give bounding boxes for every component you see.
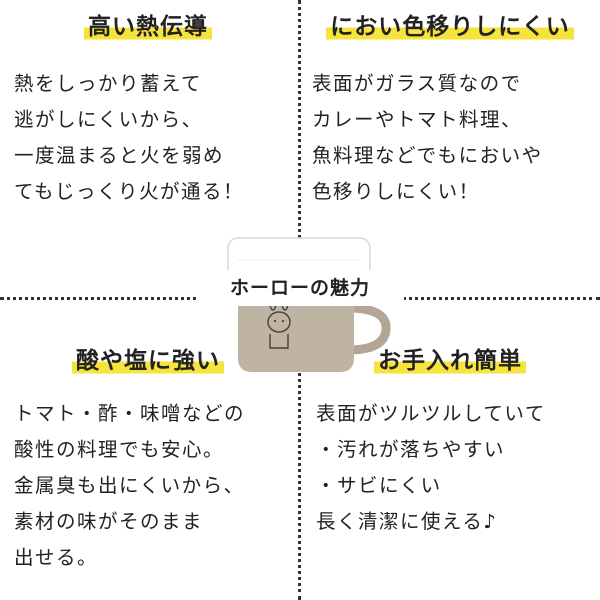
feature-odor-resistance: におい色移りしにくい 表面がガラス質なので カレーやトマト料理、 魚料理などでも… [302, 0, 598, 210]
feature-acid-salt-resistance: 酸や塩に強い トマト・酢・味噌などの 酸性の料理でも安心。 金属臭も出にくいから… [0, 340, 296, 576]
feature-easy-care: お手入れ簡単 表面がツルツルしていて ・汚れが落ちやすい ・サビにくい 長く清潔… [302, 340, 598, 540]
feature-description: 熱をしっかり蓄えて 逃がしにくいから、 一度温まると火を弱め てもじっくり火が通… [14, 72, 245, 203]
feature-description: 表面がガラス質なので カレーやトマト料理、 魚料理などでもにおいや 色移りしにく… [312, 72, 543, 203]
feature-description: 表面がツルツルしていて ・汚れが落ちやすい ・サビにくい 長く清潔に使える♪ [316, 402, 546, 533]
feature-title: 高い熱伝導 [84, 12, 212, 42]
feature-title: におい色移りしにくい [326, 12, 574, 42]
mug-handle [343, 303, 391, 355]
feature-title: 酸や塩に強い [72, 346, 224, 376]
feature-heat-conduction: 高い熱伝導 熱をしっかり蓄えて 逃がしにくいから、 一度温まると火を弱め てもじ… [0, 0, 296, 210]
feature-description: トマト・酢・味噌などの 酸性の料理でも安心。 金属臭も出にくいから、 素材の味が… [14, 402, 246, 569]
badge-label: ホーローの魅力 [229, 277, 370, 299]
feature-title: お手入れ簡単 [374, 346, 526, 376]
center-badge: ホーローの魅力 [196, 270, 404, 306]
